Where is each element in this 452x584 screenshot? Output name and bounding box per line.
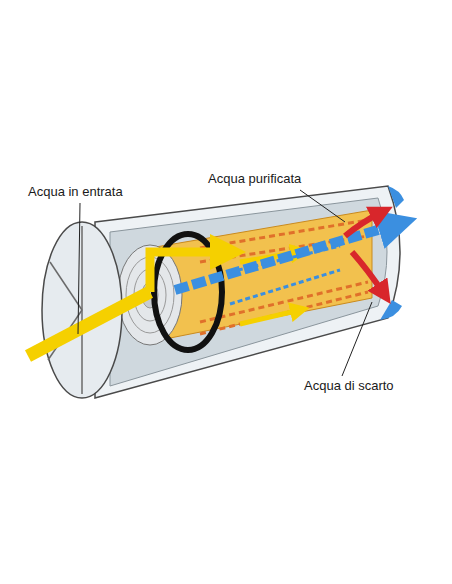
membrane-roll — [150, 210, 372, 342]
flow-label: Acqua di scarto — [302, 378, 396, 394]
cap-spokes — [48, 226, 82, 394]
feed-arrow — [150, 252, 228, 292]
leader-lines — [78, 190, 372, 376]
blue-cap — [388, 186, 404, 208]
purified-arrow — [175, 224, 398, 290]
blue-cap — [380, 300, 402, 320]
flow-label: Acqua in entrata — [26, 184, 125, 200]
reject-arrow — [345, 212, 382, 236]
housing-inner — [110, 198, 387, 386]
flow-label: Acqua purificata — [206, 171, 303, 187]
feed-arrow — [28, 292, 150, 356]
permeate-flow — [230, 246, 340, 304]
reject-arrow — [352, 252, 384, 294]
